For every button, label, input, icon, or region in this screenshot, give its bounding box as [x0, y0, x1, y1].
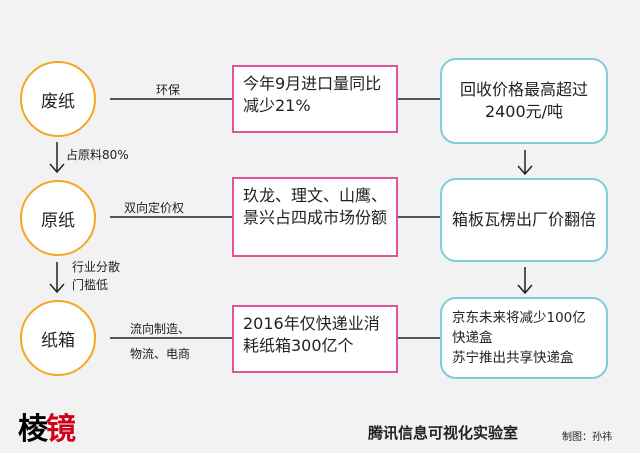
box-recycle-price: 回收价格最高超过2400元/吨: [440, 58, 608, 144]
arrow-recycle-to-double: [517, 150, 533, 176]
box-express-consumption: 2016年仅快递业消耗纸箱300亿个: [232, 305, 398, 373]
brand-name: 腾讯信息可视化实验室: [368, 424, 519, 442]
label-flows-line1: 流向制造、: [130, 322, 191, 336]
box-retail-actions: 京东未来将减少100亿快递盒 苏宁推出共享快递盒: [440, 297, 608, 379]
node-raw-paper: 原纸: [20, 180, 96, 256]
label-pricing: 双向定价权: [124, 201, 185, 215]
box-price-double: 箱板瓦楞出厂价翻倍: [440, 178, 608, 262]
label-scattered-line2: 门槛低: [72, 278, 109, 292]
chart-credit: 制图：孙祎: [562, 432, 612, 443]
label-scattered-line1: 行业分散: [72, 260, 121, 274]
label-env: 环保: [156, 83, 181, 97]
label-flows-line2: 物流、电商: [130, 347, 191, 361]
box-import-decline: 今年9月进口量同比减少21%: [232, 65, 398, 133]
node-waste-paper: 废纸: [20, 61, 96, 137]
arrow-raw-to-carton: [49, 262, 65, 294]
node-carton: 纸箱: [20, 300, 96, 376]
suning-plan-text: 苏宁推出共享快递盒: [452, 350, 574, 366]
box-market-share: 玖龙、理文、山鹰、景兴占四成市场份额: [232, 177, 398, 257]
jd-plan-text: 京东未来将减少100亿快递盒: [452, 310, 586, 346]
arrow-waste-to-raw: [49, 142, 65, 174]
label-raw-share: 占原料80%: [66, 148, 129, 162]
lengjing-logo: 棱镜: [18, 412, 76, 447]
arrow-double-to-jd: [517, 267, 533, 295]
